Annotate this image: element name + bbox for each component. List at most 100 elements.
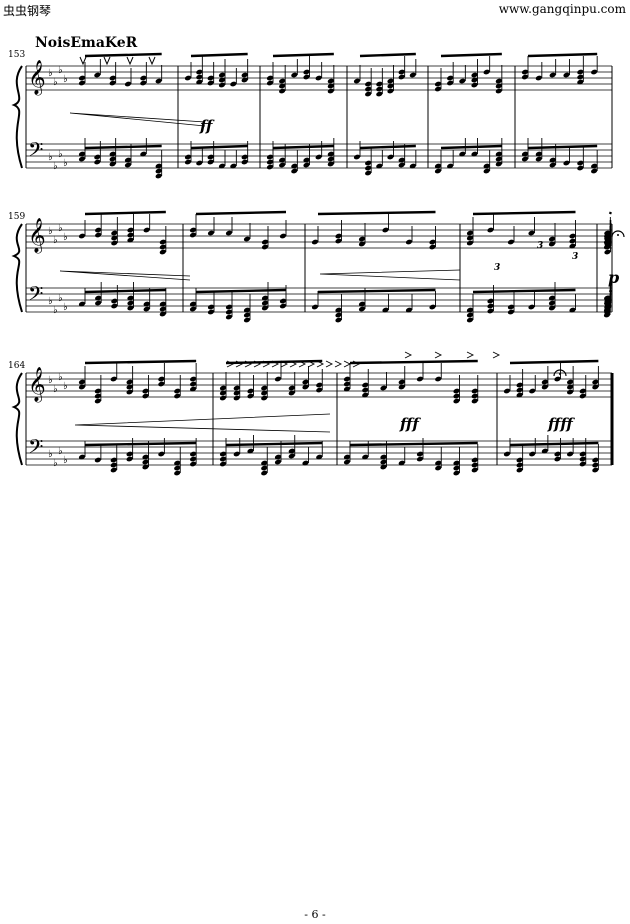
note-head (604, 243, 611, 249)
beam (84, 210, 166, 216)
marcato-mark (79, 56, 87, 66)
note-head (94, 457, 101, 463)
note-head (447, 75, 454, 81)
note-head (109, 156, 116, 162)
note-head (266, 159, 274, 165)
note-head (316, 387, 323, 393)
note-head (365, 170, 372, 176)
note-head (124, 162, 132, 168)
measure-number: 159 (8, 212, 26, 222)
note-head (466, 317, 474, 323)
note-head (111, 298, 118, 304)
flat-icon: ♭ (58, 149, 63, 160)
note-head (196, 160, 203, 166)
note-head (487, 308, 494, 314)
note-head (126, 379, 133, 385)
note-head (109, 75, 116, 81)
crescendo-hairpin (59, 270, 191, 281)
note-head (110, 376, 117, 382)
note-head (503, 451, 511, 457)
note-head (604, 249, 611, 255)
note-head (535, 151, 542, 157)
note-head (302, 384, 309, 390)
note-head (241, 159, 248, 165)
note-head (111, 240, 118, 246)
note-head (190, 456, 197, 462)
note-head (579, 461, 586, 467)
note-head (266, 164, 274, 170)
note-head (247, 448, 254, 454)
beam (608, 211, 612, 215)
note-head (315, 154, 322, 160)
note-head (604, 305, 611, 311)
beam (472, 210, 576, 216)
note-head (127, 300, 134, 306)
note-head (380, 385, 387, 391)
beam (190, 52, 248, 58)
accent-mark (271, 360, 280, 368)
note-head (94, 393, 101, 399)
note-head (579, 456, 586, 462)
note-head (516, 387, 523, 393)
note-head (358, 306, 366, 312)
note-head (471, 467, 478, 473)
note-head (507, 309, 515, 315)
note-head (158, 376, 165, 382)
note-head (110, 462, 117, 468)
note-head (207, 75, 214, 81)
accent-mark (325, 360, 334, 368)
note-head (569, 238, 576, 244)
fermata-icon (553, 369, 567, 377)
note-head (453, 460, 460, 466)
flat-icon: ♭ (53, 384, 58, 395)
note-head (218, 82, 226, 88)
note-head (159, 301, 166, 307)
flat-icon: ♭ (48, 375, 53, 386)
note-head (302, 460, 309, 466)
note-head (358, 241, 366, 247)
note-head (78, 301, 86, 307)
note-head (241, 72, 248, 78)
note-head (604, 295, 611, 301)
accent-mark (298, 360, 307, 368)
note-head (365, 160, 372, 166)
note-head (158, 381, 165, 387)
note-head (266, 80, 274, 86)
note-head (274, 454, 282, 460)
note-head (207, 80, 214, 86)
note-head (569, 307, 576, 313)
note-head (124, 157, 132, 163)
note-head (225, 314, 233, 320)
note-head (567, 389, 574, 395)
note-head (225, 230, 233, 236)
note-head (142, 393, 149, 399)
note-head (398, 162, 405, 168)
note-head (416, 451, 424, 457)
note-head (541, 384, 548, 390)
note-head (190, 376, 197, 382)
flat-icon: ♭ (58, 293, 63, 304)
note-head (279, 78, 286, 84)
note-head (398, 460, 405, 466)
note-head (387, 83, 394, 89)
note-head (471, 462, 478, 468)
note-head (592, 467, 599, 473)
note-head (142, 388, 149, 394)
beam (84, 441, 197, 447)
note-head (291, 168, 298, 174)
beam (509, 359, 599, 365)
note-head (279, 88, 286, 94)
note-head (567, 384, 574, 390)
note-head (219, 451, 227, 457)
fermata-icon (611, 230, 625, 238)
beam (272, 52, 334, 58)
flat-icon: ♭ (48, 68, 53, 79)
note-head (398, 69, 405, 75)
note-head (189, 227, 197, 233)
note-head (243, 312, 251, 318)
note-head (124, 81, 132, 87)
flat-icon: ♭ (63, 74, 68, 85)
page-number: - 6 - (304, 908, 326, 921)
note-head (495, 78, 502, 84)
note-head (261, 300, 269, 306)
